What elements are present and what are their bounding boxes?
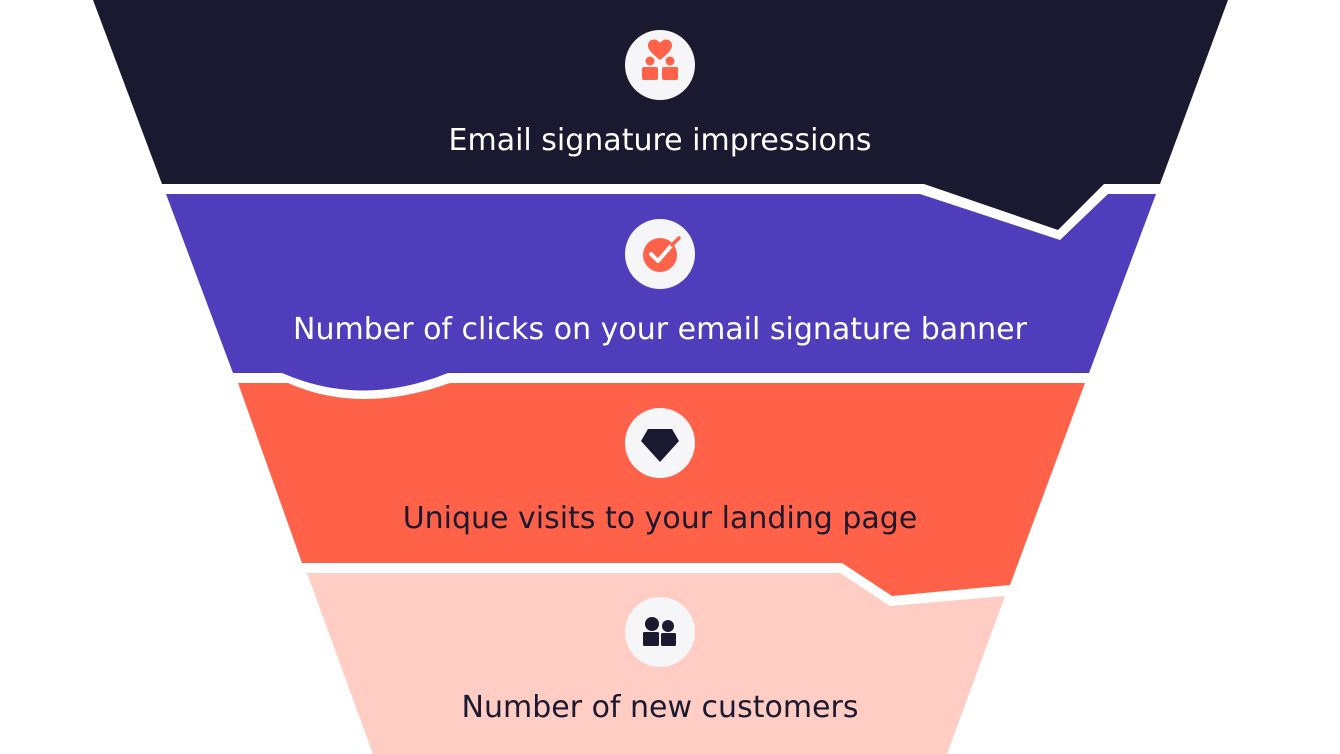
stage-1-label: Email signature impressions <box>449 123 872 158</box>
diamond-icon <box>641 429 679 462</box>
two-people-icon <box>643 617 676 646</box>
target-check-icon <box>643 236 681 272</box>
stage-1-icon-badge <box>625 30 695 100</box>
stage-4-label: Number of new customers <box>462 690 859 725</box>
funnel-stage-landing-visits <box>238 383 1085 596</box>
stage-4-icon-badge <box>625 597 695 667</box>
hearts-people-icon <box>642 39 678 80</box>
stage-3-icon-badge <box>625 408 695 478</box>
funnel-stage-impressions <box>93 0 1228 230</box>
stage-3-label: Unique visits to your landing page <box>403 501 918 536</box>
funnel-stage-banner-clicks <box>166 194 1156 391</box>
stage-2-label: Number of clicks on your email signature… <box>293 312 1028 347</box>
stage-2-icon-badge <box>625 219 695 289</box>
